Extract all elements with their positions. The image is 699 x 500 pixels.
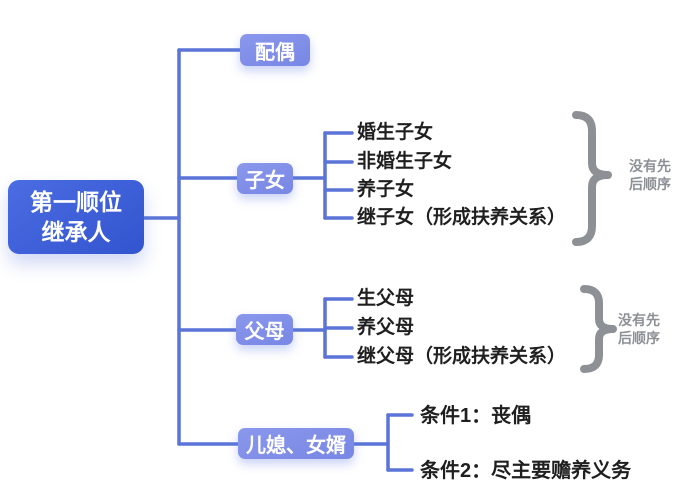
leaf-children-out-of-wedlock: 非婚生子女 xyxy=(357,151,453,172)
connector-lines xyxy=(142,48,414,472)
branch-node-parents: 父母 xyxy=(236,314,293,345)
leaf-adoptive-parents: 养父母 xyxy=(357,317,415,338)
branch-node-inlaws: 儿媳、女婿 xyxy=(238,428,354,459)
leaf-condition-1-widowed: 条件1：丧偶 xyxy=(420,405,532,427)
leaf-adopted-children: 养子女 xyxy=(357,179,415,200)
branch-node-spouse: 配偶 xyxy=(240,34,310,66)
leaf-biological-parents: 生父母 xyxy=(357,288,415,309)
note-no-order-children: 没有先后顺序 xyxy=(629,158,671,193)
note-no-order-parents: 没有先后顺序 xyxy=(618,312,660,347)
root-node-first-order-heirs: 第一顺位 继承人 xyxy=(8,180,144,254)
right-brace-icon xyxy=(572,111,612,246)
leaf-stepparents: 继父母（形成扶养关系） xyxy=(357,346,567,367)
right-brace-icon xyxy=(580,285,617,373)
branch-node-children: 子女 xyxy=(237,163,293,194)
leaf-condition-2-support-duty: 条件2：尽主要赡养义务 xyxy=(420,460,632,482)
leaf-stepchildren: 继子女（形成扶养关系） xyxy=(357,207,567,228)
leaf-children-in-wedlock: 婚生子女 xyxy=(357,122,434,143)
brace-icons xyxy=(572,111,617,373)
